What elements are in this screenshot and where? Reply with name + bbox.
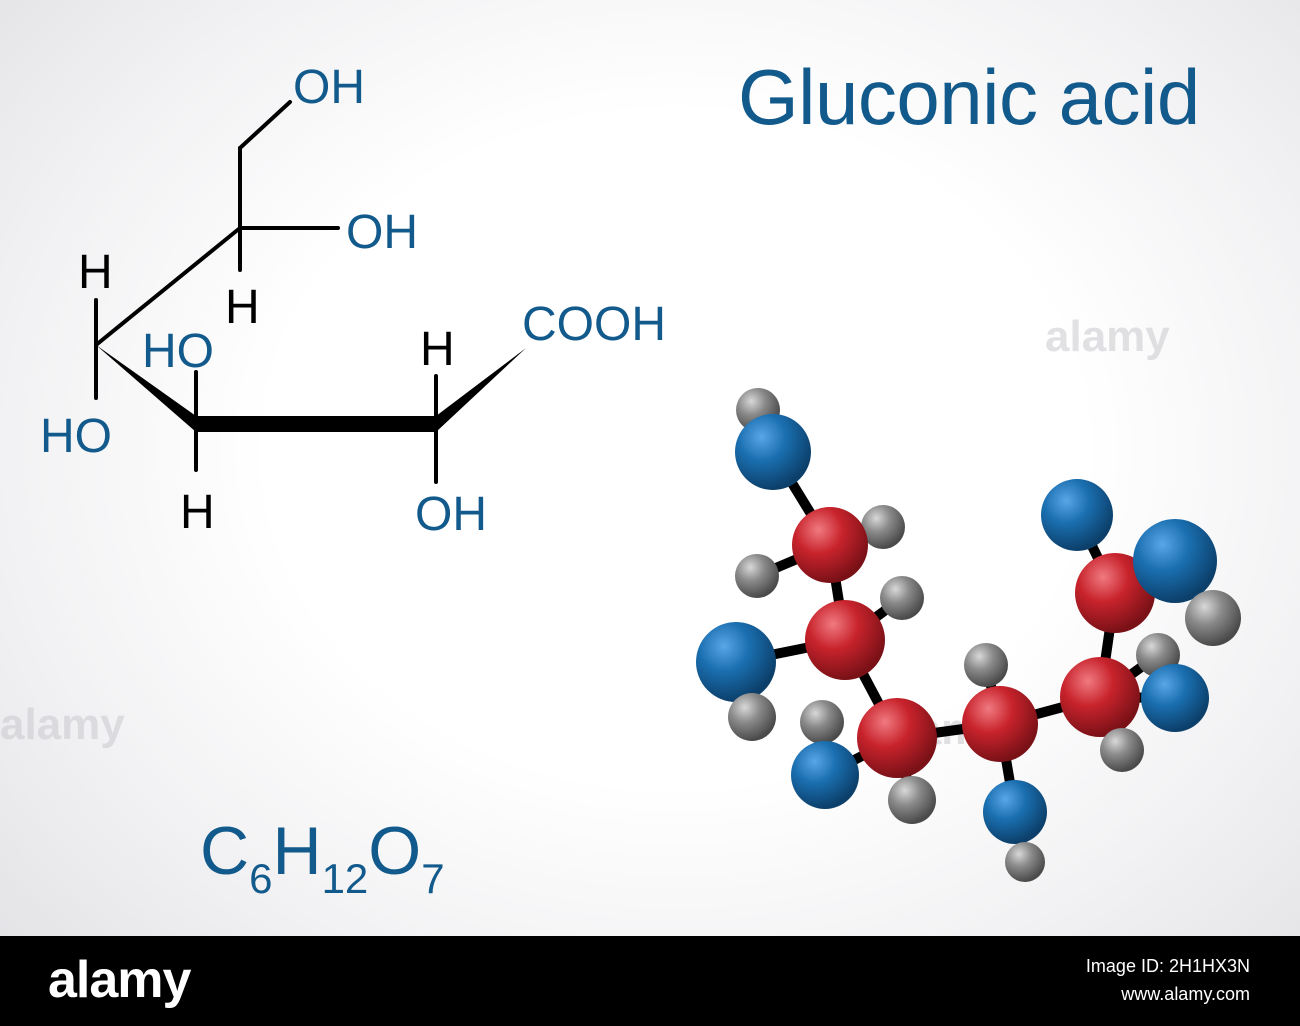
formula-oxygen-count: 7 xyxy=(421,854,445,902)
label-ho-c4: HO xyxy=(40,410,112,463)
footer-bar: alamy Image ID: 2H1HX3N www.alamy.com xyxy=(0,936,1300,1026)
page-title: Gluconic acid xyxy=(738,53,1200,141)
label-oh-c5: OH xyxy=(346,206,418,259)
atom-c xyxy=(1060,657,1140,737)
atom-h xyxy=(888,776,936,824)
label-ho-c3: HO xyxy=(142,325,214,378)
atom-h xyxy=(1100,728,1144,772)
label-cooh: COOH xyxy=(522,298,666,351)
label-h-c5: H xyxy=(225,281,260,334)
formula-oxygen: O xyxy=(368,813,422,889)
label-h-c4: H xyxy=(78,246,113,299)
atom-h xyxy=(728,693,776,741)
ball-and-stick-model xyxy=(696,388,1241,882)
bold-bond-c3-c2 xyxy=(194,416,438,432)
footer-image-id: Image ID: 2H1HX3N xyxy=(1085,956,1250,976)
atom-o xyxy=(1041,479,1113,551)
atom-h xyxy=(1185,590,1241,646)
atom-h xyxy=(880,576,924,620)
atom-c xyxy=(805,600,885,680)
structural-formula: OH OH H H HO HO H H OH COOH xyxy=(40,61,666,541)
formula-hydrogen-count: 12 xyxy=(321,854,369,902)
atom-c xyxy=(792,507,868,583)
watermark-right: alamy xyxy=(1045,312,1170,361)
footer-site-link[interactable]: www.alamy.com xyxy=(1121,984,1250,1004)
formula-carbon-count: 6 xyxy=(249,854,273,902)
atom-h xyxy=(861,505,905,549)
label-h-c3: H xyxy=(180,486,215,539)
formula-hydrogen: H xyxy=(272,813,322,889)
formula-carbon: C xyxy=(200,813,250,889)
atom-h xyxy=(964,643,1008,687)
atom-h xyxy=(735,554,779,598)
illustration-canvas: alamy alamy alamy OH OH H xyxy=(0,0,1300,936)
label-oh-c2: OH xyxy=(415,488,487,541)
atom-h xyxy=(800,700,844,744)
atom-o xyxy=(983,780,1047,844)
footer-brand: alamy xyxy=(48,951,191,1009)
watermark-left: alamy xyxy=(0,700,125,749)
atom-o xyxy=(696,622,776,702)
atom-o xyxy=(1133,519,1217,603)
atom-h xyxy=(1005,842,1045,882)
atom-o xyxy=(791,741,859,809)
wedge-c2-cooh xyxy=(436,348,526,432)
bond-c5-c4 xyxy=(94,226,242,347)
molecular-formula: C6H12O7 xyxy=(200,812,445,903)
wedge-c4-c3 xyxy=(96,345,196,432)
atom-o xyxy=(735,414,811,490)
atom-c xyxy=(962,686,1038,762)
atom-c xyxy=(857,698,937,778)
bond-oh-ch2 xyxy=(238,100,292,150)
label-h-c2: H xyxy=(420,323,455,376)
label-oh-top: OH xyxy=(293,61,365,114)
atom-o xyxy=(1141,664,1209,732)
